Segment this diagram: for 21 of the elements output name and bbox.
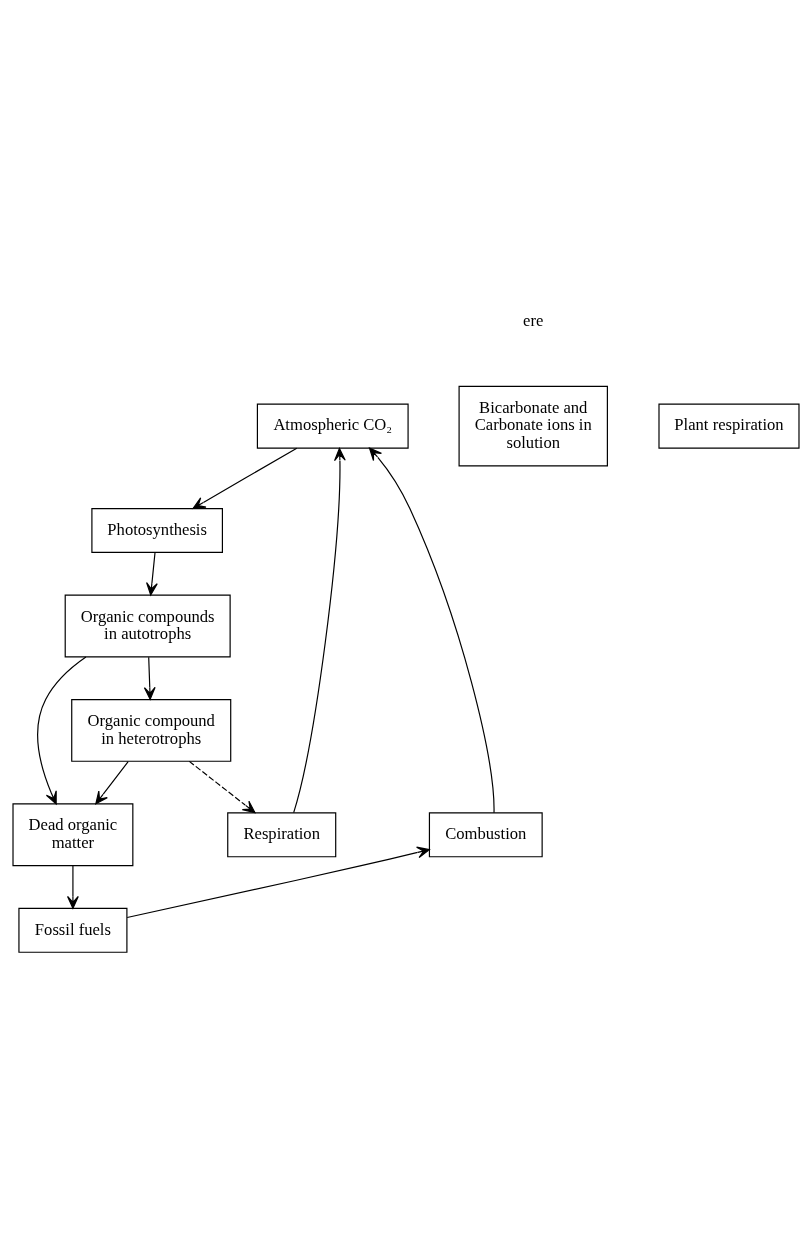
arrow <box>143 656 156 700</box>
arrow <box>188 760 256 813</box>
arrow <box>95 760 129 804</box>
label: ere <box>523 310 544 330</box>
arrow <box>146 551 158 596</box>
node-box: Atmospheric CO₂ <box>256 403 409 449</box>
arrow <box>37 656 87 804</box>
node-box: Respiration <box>227 811 337 857</box>
arrow <box>293 447 346 813</box>
node-box: Organic compounds in autotrophs <box>64 594 231 657</box>
node-box: Plant respiration <box>658 403 800 449</box>
node-box: Photosynthesis <box>91 507 223 553</box>
node-box: Fossil fuels <box>18 907 128 953</box>
arrow <box>67 864 79 909</box>
arrow <box>126 846 430 918</box>
node-box: Bicarbonate and Carbonate ions in solution <box>458 385 608 466</box>
arrow <box>192 447 298 509</box>
node-box: Dead organic matter <box>12 802 134 866</box>
node-box: Combustion <box>428 811 543 857</box>
arrow <box>368 447 495 813</box>
node-box: Organic compound in heterotrophs <box>71 698 232 762</box>
